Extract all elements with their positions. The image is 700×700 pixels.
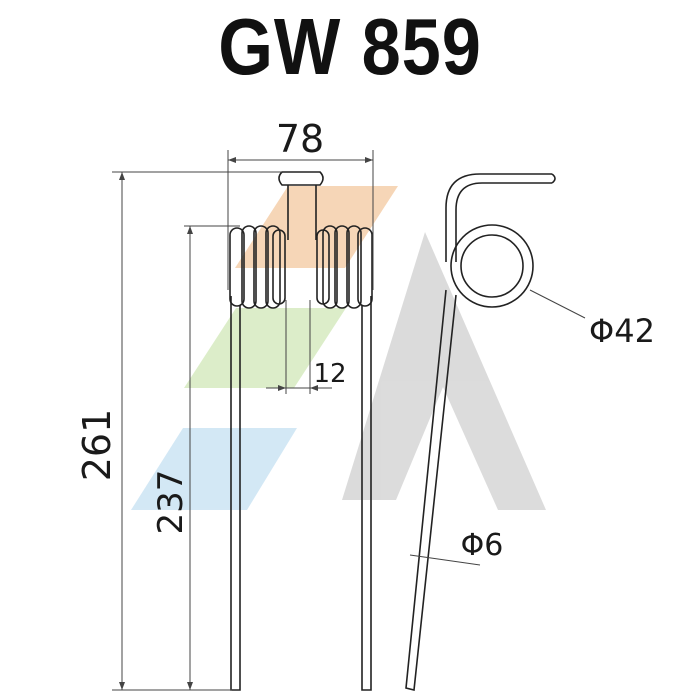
side-leg [405, 289, 457, 691]
dim-gap-label: 12 [313, 359, 346, 389]
dimension-lines [112, 150, 586, 691]
dim-leg-height-label: 237 [151, 470, 191, 535]
side-hook [445, 173, 552, 262]
watermark-green-band [184, 308, 346, 388]
side-view [405, 173, 556, 691]
dim-wire-diameter-label: Φ6 [461, 528, 504, 563]
right-coil [316, 225, 373, 309]
watermark-logo [131, 186, 546, 510]
front-view [229, 171, 373, 691]
watermark-gray-letter [342, 232, 546, 510]
watermark-blue-band [131, 428, 297, 510]
side-coil-outer [450, 224, 534, 308]
dim-coil-diameter-label: Φ42 [589, 312, 655, 350]
right-leg [361, 296, 372, 691]
part-number-title: GW 859 [218, 2, 482, 91]
left-leg [230, 296, 241, 691]
side-coil-inner [460, 234, 524, 298]
dim-total-height-label: 261 [75, 409, 119, 482]
side-hook-end [551, 173, 556, 184]
dim-width-label: 78 [276, 117, 324, 161]
side-hook-inner [455, 182, 552, 262]
top-loop [278, 171, 324, 186]
left-coil [229, 225, 286, 309]
